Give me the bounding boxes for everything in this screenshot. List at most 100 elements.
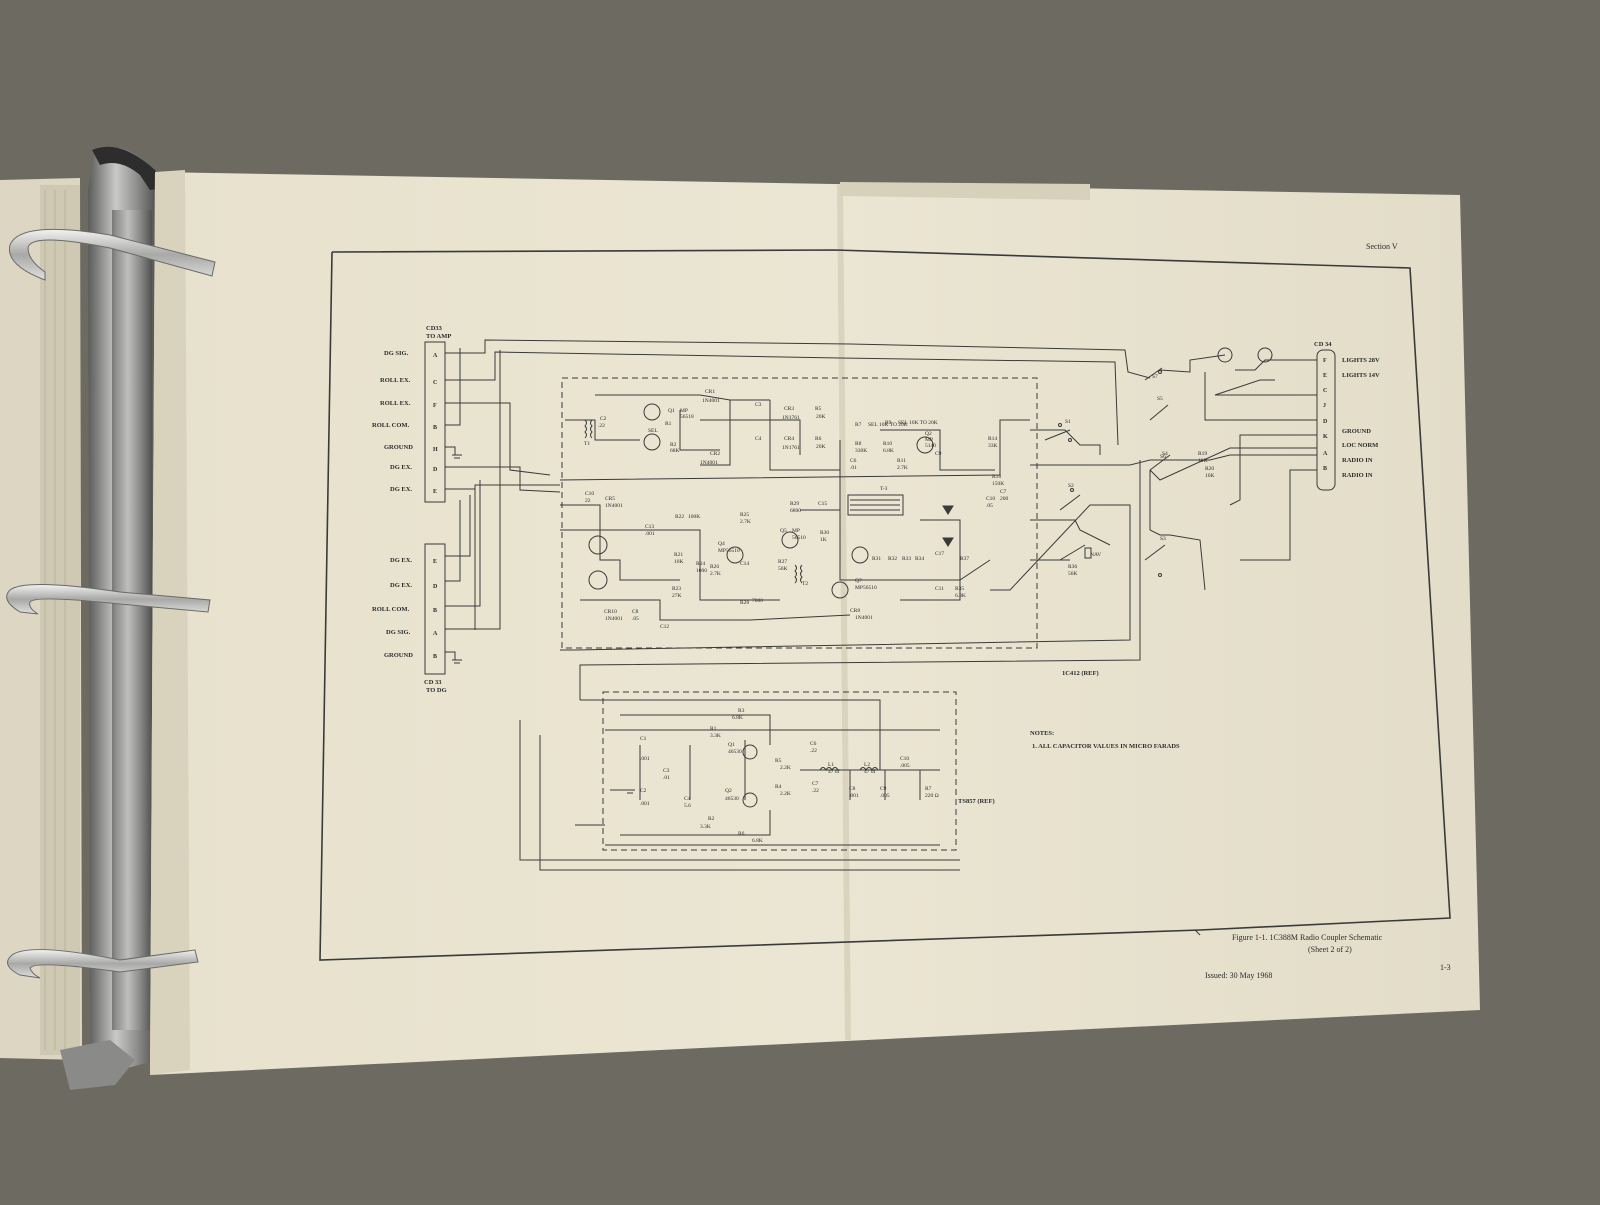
component-label: Q7 — [855, 578, 862, 584]
component-label: C17 — [935, 551, 944, 557]
component-label: R26 — [710, 564, 719, 570]
connector-right-pin-8: B — [1323, 466, 1327, 472]
component-label: C8 — [632, 609, 639, 615]
component-label: CR8 — [850, 608, 860, 614]
connector-top-label-1: DG SIG. — [384, 350, 409, 357]
transformer-t2-icon — [794, 564, 803, 584]
component-label: 5140 — [925, 443, 936, 449]
component-label: R6 — [738, 831, 745, 837]
component-label: 2.2K — [780, 765, 791, 771]
component-label: .005 — [900, 763, 910, 769]
component-label: R21 — [674, 552, 683, 558]
component-label: 10K — [1198, 458, 1208, 464]
component-label: 1N4001 — [700, 460, 718, 466]
component-label: R5 — [815, 406, 822, 412]
connector-top-pin-1: A — [433, 353, 438, 359]
component-label: R30 — [820, 530, 829, 536]
component-label: .001 — [640, 756, 650, 762]
component-label: 2.2K — [780, 791, 791, 797]
component-label: C7 — [1000, 489, 1007, 495]
component-label: 1N1761 — [782, 445, 800, 451]
component-label: 33K — [988, 443, 998, 449]
component-label: MP — [925, 437, 933, 443]
component-label: S7 — [1152, 374, 1158, 380]
component-label: S1 — [1065, 419, 1071, 425]
module-lower-label: TS857 (REF) — [958, 798, 995, 805]
connector-right-label-7: RADIO IN — [1342, 457, 1373, 464]
ground-symbol-lower — [625, 789, 635, 794]
component-label: C10 — [986, 496, 995, 502]
component-label: .22 — [810, 748, 817, 754]
module-ts857-box — [602, 691, 957, 851]
component-label: CR3 — [784, 406, 794, 412]
section-label: Section V — [1366, 242, 1398, 251]
component-label: 1N4001 — [855, 615, 873, 621]
component-label: R36 — [1068, 564, 1077, 570]
page-number: 1-3 — [1440, 963, 1451, 972]
left-page-stack — [0, 178, 82, 1060]
component-label: Q2 — [725, 788, 732, 794]
component-label: R9 — [885, 420, 892, 426]
connector-top-title-1: CD33 — [426, 325, 443, 332]
connector-right-label-5: GROUND — [1342, 428, 1371, 435]
component-label: S3 — [1160, 536, 1166, 542]
component-label: R37 — [960, 556, 969, 562]
lamp-1-icon — [1217, 347, 1233, 363]
component-label: MP56510 — [718, 548, 740, 554]
diode-cr7-icon — [942, 537, 954, 547]
component-label: R7 — [855, 422, 862, 428]
connector-top-pin-3: F — [433, 403, 437, 409]
component-label: C3 — [755, 402, 762, 408]
component-label: Q1 — [668, 408, 675, 414]
component-label: R29 — [790, 501, 799, 507]
inductor-l2-icon — [859, 767, 879, 771]
component-label: S4 — [1162, 451, 1168, 457]
component-label: R2 — [670, 442, 677, 448]
component-label: 220 Ω — [925, 793, 939, 799]
connector-bottom-label-1: DG EX. — [390, 557, 412, 564]
inductor-l1-icon — [819, 767, 839, 771]
component-label: R3 — [738, 708, 745, 714]
connector-top-pin-5: H — [433, 447, 438, 453]
component-label: .01 — [663, 775, 670, 781]
component-label: T-3 — [880, 486, 888, 492]
component-label: R27 — [778, 559, 787, 565]
component-label: .005 — [880, 793, 890, 799]
component-label: C11 — [935, 586, 944, 592]
component-label: 68K — [670, 448, 680, 454]
switch-s6-icon — [1149, 454, 1171, 471]
transistor-q1b-upper-icon — [643, 433, 661, 451]
component-label: 6.8K — [732, 715, 743, 721]
component-label: R11 — [897, 458, 906, 464]
outer-border — [319, 249, 1451, 961]
component-label: R32 — [888, 556, 897, 562]
transformer-t1-icon — [584, 419, 593, 439]
component-label: MP — [792, 528, 800, 534]
binder-spine — [60, 146, 165, 1090]
component-label: 3.3K — [700, 824, 711, 830]
component-label: C3 — [663, 768, 670, 774]
component-label: 56518 — [680, 414, 694, 420]
component-label: .22 — [598, 423, 605, 429]
connector-right-title: CD 34 — [1314, 341, 1332, 348]
component-label: R25 — [740, 512, 749, 518]
component-label: C4 — [684, 796, 691, 802]
component-label: C1 — [640, 736, 647, 742]
switch-s1-icon — [1044, 423, 1072, 442]
component-label: R10 — [883, 441, 892, 447]
component-label: 100K — [688, 514, 700, 520]
switch-s5-icon — [1149, 404, 1169, 421]
connector-right-label-2: LIGHTS 14V — [1342, 372, 1380, 379]
component-label: 2.7K — [740, 519, 751, 525]
component-label: 2.7K — [897, 465, 908, 471]
schematic-drawing — [319, 249, 1451, 961]
component-label: R24 — [696, 561, 705, 567]
transistor-q6-icon — [831, 581, 849, 599]
connector-top-pin-4: B — [433, 425, 437, 431]
lamp-2-icon — [1257, 347, 1273, 363]
component-label: R2 — [708, 816, 715, 822]
transistor-q1-lower-icon — [742, 744, 758, 760]
component-label: R19 — [1198, 451, 1207, 457]
component-label: 3.3K — [710, 733, 721, 739]
component-label: CR1 — [705, 389, 715, 395]
